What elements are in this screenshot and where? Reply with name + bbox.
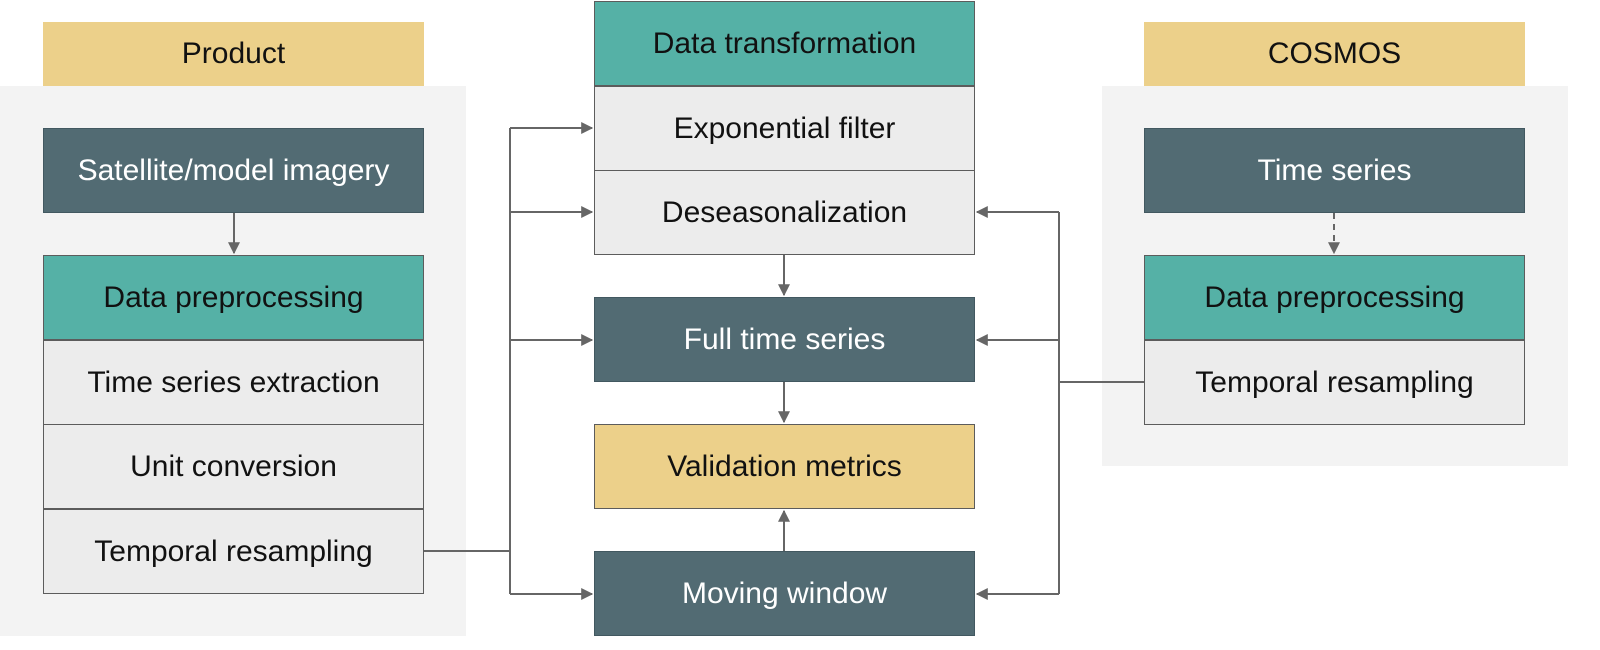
- exponential-filter-box: Exponential filter: [594, 86, 975, 171]
- cosmos-temporal-resampling-box: Temporal resampling: [1144, 340, 1525, 425]
- satellite-imagery-box: Satellite/model imagery: [43, 128, 424, 213]
- data-transformation-header: Data transformation: [594, 1, 975, 86]
- product-temporal-resampling-box: Temporal resampling: [43, 509, 424, 594]
- moving-window-box: Moving window: [594, 551, 975, 636]
- deseasonalization-box: Deseasonalization: [594, 170, 975, 255]
- product-header: Product: [43, 22, 424, 86]
- full-time-series-box: Full time series: [594, 297, 975, 382]
- unit-conversion-box: Unit conversion: [43, 424, 424, 509]
- cosmos-data-preprocessing-box: Data preprocessing: [1144, 255, 1525, 340]
- validation-metrics-box: Validation metrics: [594, 424, 975, 509]
- cosmos-header: COSMOS: [1144, 22, 1525, 86]
- product-data-preprocessing-box: Data preprocessing: [43, 255, 424, 340]
- cosmos-time-series-box: Time series: [1144, 128, 1525, 213]
